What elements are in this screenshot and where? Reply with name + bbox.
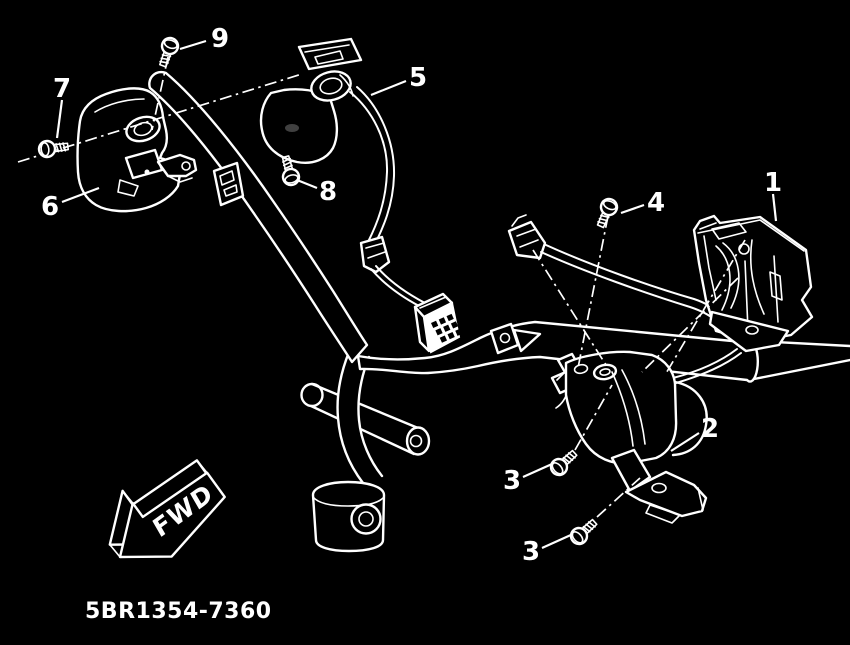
holder-pivot — [310, 70, 354, 102]
centerlines — [17, 56, 746, 518]
right-switch-cable — [540, 244, 721, 322]
connector-pin-holes — [431, 313, 463, 343]
handlebar-lug-plate-left — [212, 161, 245, 207]
callout-number-1: 1 — [764, 168, 782, 198]
left-switch-lever-detail — [117, 148, 198, 197]
switch-cable — [349, 86, 396, 247]
callout-5-leader — [370, 79, 407, 97]
fwd-arrow-front-face — [118, 471, 226, 559]
callout-8-leader — [296, 178, 318, 190]
holder-clamp-plate — [297, 37, 363, 71]
callout-number-4: 4 — [647, 188, 665, 218]
screw-icon-3b — [566, 514, 602, 549]
right-switch-assembly — [507, 214, 814, 384]
centerline-housing-alignment-1 — [641, 277, 739, 373]
throttle-housing-right-lobe — [671, 380, 708, 457]
callout-number-3: 3 — [522, 537, 540, 567]
callout-1-leader — [771, 193, 778, 222]
part-number: 5BR1354-7360 — [85, 599, 272, 624]
screw-icon-9 — [154, 34, 182, 70]
callout-3-leader — [541, 532, 574, 550]
callout-number-6: 6 — [41, 192, 59, 222]
handlebar-left-arm — [148, 70, 369, 364]
callouts: 1 2 3 3 4 5 6 7 8 9 — [41, 24, 782, 567]
callout-6-leader — [61, 186, 100, 204]
callout-number-7: 7 — [53, 74, 71, 104]
centerline-screw-3b — [596, 477, 641, 518]
callout-3-leader — [522, 462, 553, 479]
handlebar-crossbar — [300, 382, 431, 456]
right-housing-bottom-cover — [708, 310, 790, 353]
screw-icon-7 — [36, 137, 71, 160]
inline-connector — [359, 235, 391, 274]
upper-holder-assembly — [259, 37, 426, 308]
handlebar-lug-plate-right — [489, 322, 542, 355]
right-housing-lower-wires — [672, 348, 742, 384]
callout-number-5: 5 — [409, 63, 427, 93]
wire-connector-2pin — [507, 214, 547, 260]
handlebar-center-post — [336, 350, 384, 485]
callout-number-8: 8 — [319, 177, 337, 207]
right-housing-wires — [715, 239, 765, 315]
wire-connector-9pin — [413, 292, 463, 354]
connector-wires — [370, 265, 426, 308]
throttle-lever-assembly — [550, 350, 708, 524]
callout-2-leader — [670, 432, 700, 452]
left-housing-body — [76, 87, 182, 213]
fwd-arrow: FWD — [108, 459, 226, 559]
centerline-left-housing — [17, 73, 303, 163]
centerline-housing-alignment-2 — [664, 239, 746, 376]
throttle-housing-body — [564, 350, 678, 465]
holder-notch — [285, 124, 299, 132]
callout-number-9: 9 — [211, 24, 229, 54]
callout-7-leader — [55, 99, 64, 139]
screw-icon-3a — [546, 445, 582, 480]
centerline-screw-4 — [577, 215, 609, 369]
callout-9-leader — [179, 39, 207, 51]
callout-4-leader — [620, 203, 645, 215]
callout-number-2: 2 — [701, 414, 719, 444]
lever-column — [610, 448, 652, 493]
handlebar-clamp — [311, 480, 386, 553]
lever-bracket — [624, 470, 708, 524]
callout-number-3: 3 — [503, 466, 521, 496]
